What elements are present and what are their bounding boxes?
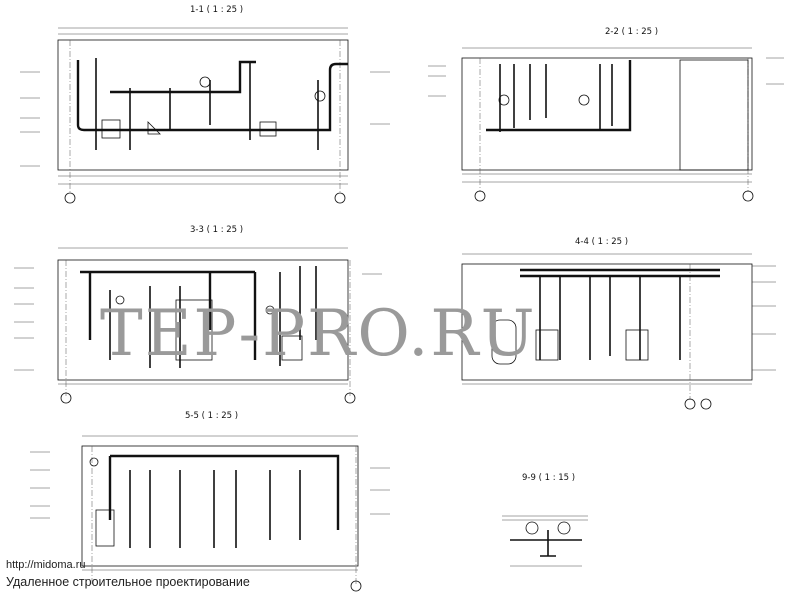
section-1-1: 1-1 ( 1 : 25 ): [20, 5, 390, 204]
section-4-4: 4-4 ( 1 : 25 ): [461, 237, 776, 410]
section-title: 3-3 ( 1 : 25 ): [190, 225, 243, 235]
footer-caption: Удаленное строительное проектирование: [6, 575, 250, 589]
section-5-5: 5-5 ( 1 : 25 ): [30, 411, 390, 592]
section-title: 4-4 ( 1 : 25 ): [575, 237, 628, 247]
section-9-9: 9-9 ( 1 : 15 ): [502, 473, 588, 567]
section-title: 2-2 ( 1 : 25 ): [605, 27, 658, 37]
section-title: 9-9 ( 1 : 15 ): [522, 473, 575, 483]
site-url[interactable]: http://midoma.ru: [6, 559, 86, 571]
section-title: 5-5 ( 1 : 25 ): [185, 411, 238, 421]
section-title: 1-1 ( 1 : 25 ): [190, 5, 243, 15]
watermark: ТЕР-PRO.RU: [100, 297, 537, 371]
section-2-2: 2-2 ( 1 : 25 ): [428, 27, 784, 202]
section-3-3: 3-3 ( 1 : 25 ): [14, 225, 382, 404]
